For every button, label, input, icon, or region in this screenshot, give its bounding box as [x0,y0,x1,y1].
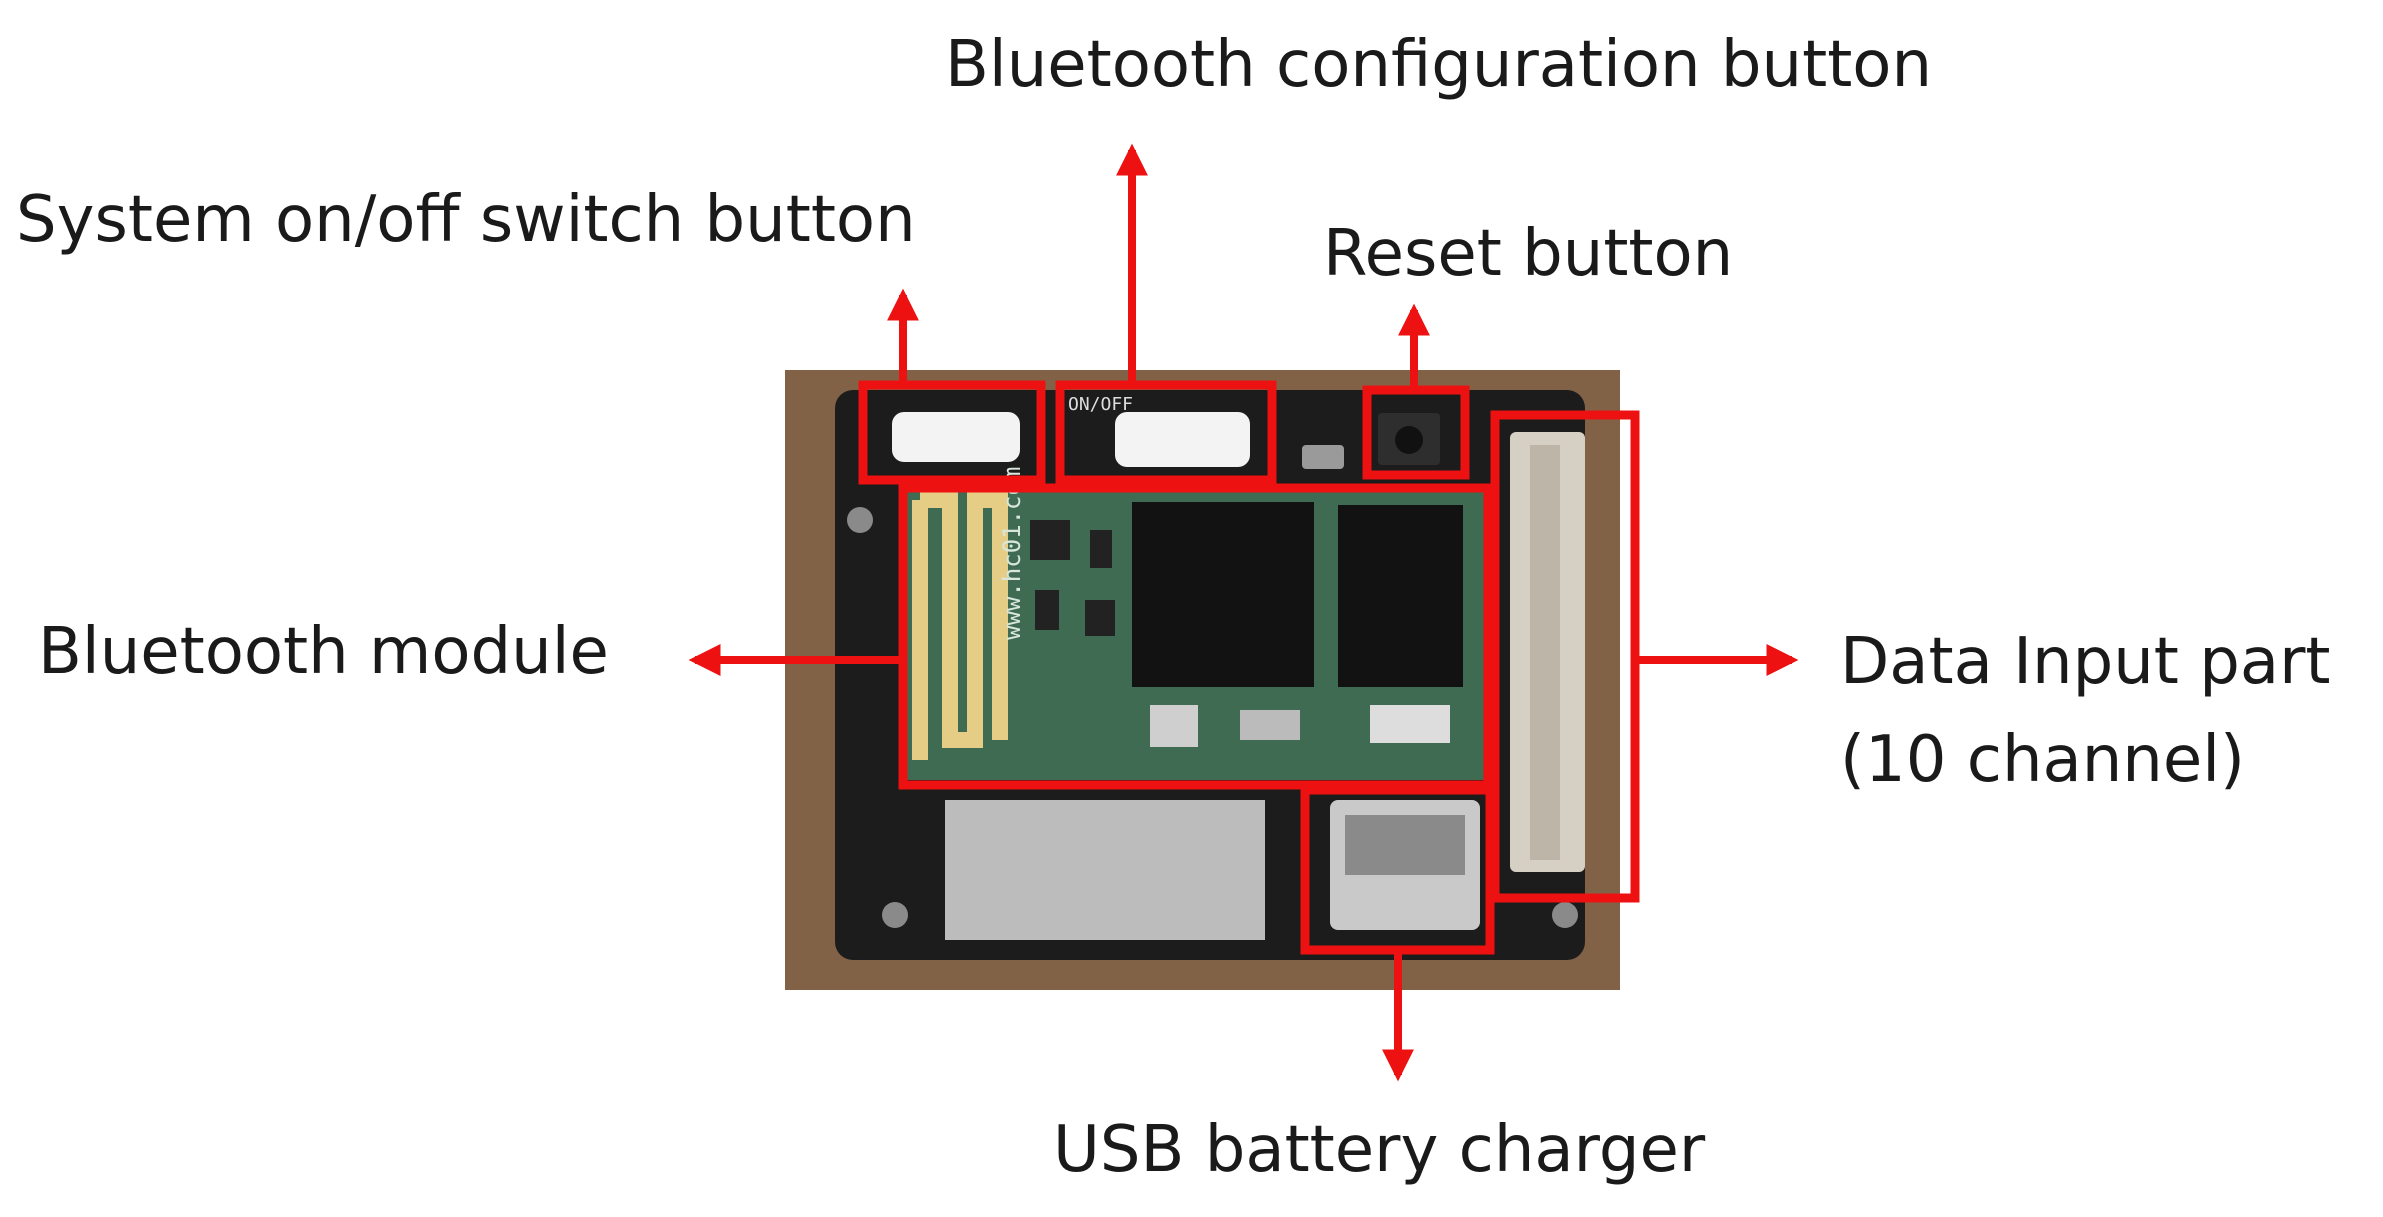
antenna-url-silkscreen: www.hc01.com [998,467,1026,640]
label-reset: Reset button [1323,217,1734,291]
chip [1132,502,1314,687]
mounting-hole [847,507,873,533]
usb-charger-box [1300,785,1495,955]
bt-config-switch [1115,412,1250,467]
label-bt-config: Bluetooth configuration button [945,28,1932,102]
data-input-box [1490,410,1640,903]
label-usb-charger: USB battery charger [1053,1113,1706,1187]
label-bt-module: Bluetooth module [38,615,609,689]
mounting-hole [1552,902,1578,928]
battery-shield [945,800,1265,940]
bt-config-box [1055,380,1277,485]
onoff-silkscreen: ON/OFF [1068,394,1133,415]
reset-box [1362,385,1470,480]
chip [1338,505,1463,687]
antenna-trace [912,492,1008,760]
label-data-input-line1: Data Input part [1840,625,2331,699]
on-off-switch [892,412,1020,462]
bt-module-box [898,483,1493,790]
label-data-input-line2: (10 channel) [1840,723,2245,797]
label-system-switch: System on/off switch button [16,183,916,257]
system-switch-box [858,380,1046,485]
mounting-hole [882,902,908,928]
